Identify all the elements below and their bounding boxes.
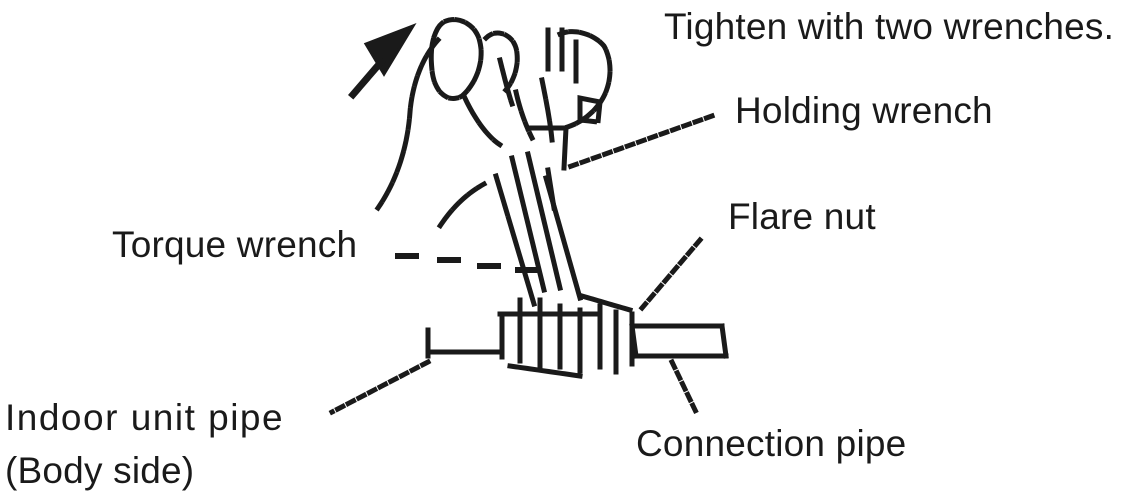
flare-nut-joint: [497, 292, 635, 379]
flare-nut-leader: [638, 236, 704, 312]
indoor-unit-pipe-leader: [328, 358, 432, 416]
hand-illustration: [374, 17, 613, 212]
indoor-unit-pipe-label: Indoor unit pipe: [5, 397, 285, 438]
torque-wrench-label: Torque wrench: [112, 224, 358, 265]
connection-pipe-label: Connection pipe: [636, 423, 907, 464]
body-side-label: (Body side): [5, 450, 195, 491]
rotation-arrow: [345, 23, 417, 103]
connection-pipe-leader: [668, 358, 700, 416]
holding-wrench-label: Holding wrench: [735, 90, 993, 131]
diagram-title: Tighten with two wrenches.: [664, 6, 1115, 47]
wrench-handles: [436, 125, 584, 308]
connection-pipe-shape: [629, 323, 729, 359]
flare-nut-label: Flare nut: [728, 196, 876, 237]
leader-lines: [328, 112, 716, 416]
torque-wrench-leader: [395, 253, 539, 273]
holding-wrench-leader: [562, 112, 716, 172]
indoor-unit-pipe-shape: [425, 327, 505, 359]
